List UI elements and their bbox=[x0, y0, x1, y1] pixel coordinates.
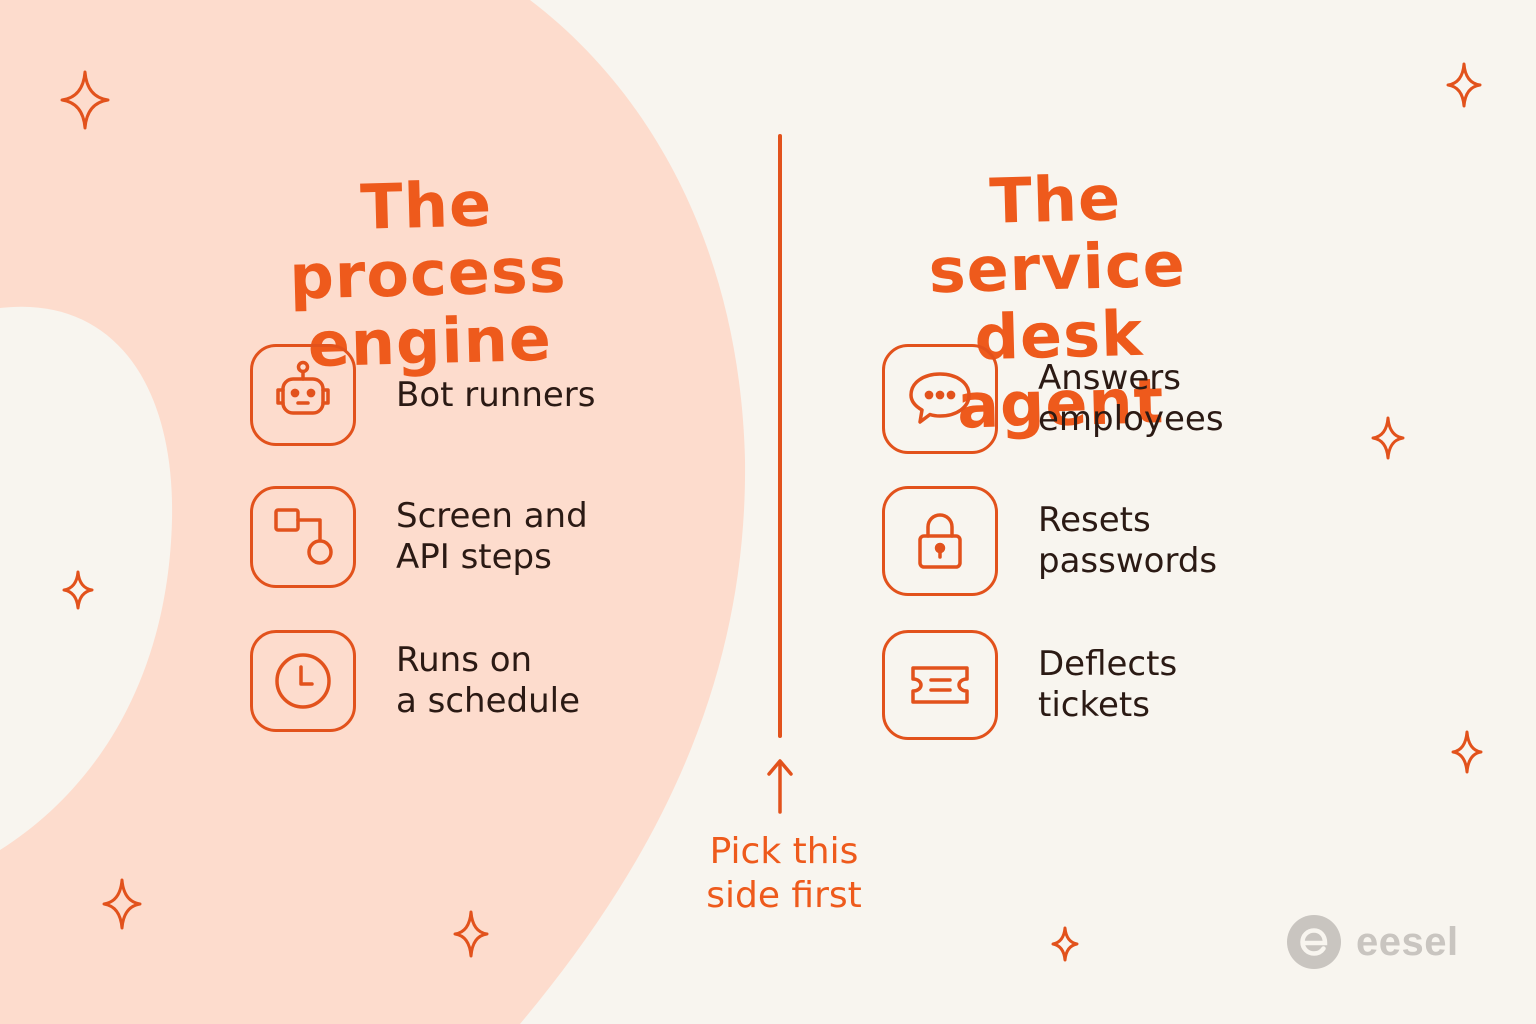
eesel-logo-icon bbox=[1287, 915, 1341, 969]
padlock-icon bbox=[882, 486, 998, 596]
list-item: Runs on a schedule bbox=[250, 630, 580, 732]
divider-line bbox=[778, 134, 782, 738]
label-line: Deflects bbox=[1038, 644, 1178, 684]
label-line: passwords bbox=[1038, 541, 1218, 581]
sparkle-icon bbox=[1371, 416, 1405, 460]
list-item-label: Deflects tickets bbox=[1038, 644, 1177, 726]
label-line: tickets bbox=[1038, 685, 1150, 725]
brand-name: eesel bbox=[1356, 919, 1459, 964]
sparkle-icon bbox=[453, 910, 489, 958]
list-item: Answers employees bbox=[882, 344, 1224, 454]
label-line: Bot runners bbox=[396, 374, 596, 415]
chat-bubble-icon bbox=[882, 344, 998, 454]
title-line: The process bbox=[288, 167, 568, 314]
list-item-label: Runs on a schedule bbox=[396, 640, 580, 722]
callout-text: Pick this side first bbox=[684, 830, 884, 918]
list-item-label: Bot runners bbox=[396, 375, 596, 416]
sparkle-icon bbox=[1051, 926, 1079, 962]
label-line: Screen and bbox=[396, 496, 588, 536]
workflow-icon bbox=[250, 486, 356, 588]
callout-line: side first bbox=[706, 875, 862, 916]
sparkle-icon bbox=[102, 878, 142, 930]
label-line: employees bbox=[1038, 399, 1224, 439]
list-item: Screen and API steps bbox=[250, 486, 588, 588]
list-item: Bot runners bbox=[250, 344, 596, 446]
arrow-up-icon bbox=[767, 759, 793, 814]
list-item: Resets passwords bbox=[882, 486, 1217, 596]
label-line: a schedule bbox=[396, 681, 581, 721]
label-line: API steps bbox=[396, 537, 552, 577]
ticket-icon bbox=[882, 630, 998, 740]
callout-line: Pick this bbox=[709, 831, 859, 872]
sparkle-icon bbox=[62, 570, 94, 610]
sparkle-icon bbox=[1451, 730, 1483, 774]
brand-logo: eesel bbox=[1286, 914, 1459, 970]
sparkle-icon bbox=[1446, 62, 1482, 108]
list-item-label: Resets passwords bbox=[1038, 500, 1217, 582]
clock-icon bbox=[250, 630, 356, 732]
robot-icon bbox=[250, 344, 356, 446]
label-line: Answers bbox=[1038, 358, 1181, 398]
list-item-label: Answers employees bbox=[1038, 358, 1224, 440]
label-line: Resets bbox=[1038, 500, 1151, 540]
sparkle-icon bbox=[60, 70, 110, 130]
title-line: The service bbox=[927, 161, 1187, 308]
list-item: Deflects tickets bbox=[882, 630, 1177, 740]
label-line: Runs on bbox=[396, 640, 533, 680]
list-item-label: Screen and API steps bbox=[396, 496, 588, 578]
